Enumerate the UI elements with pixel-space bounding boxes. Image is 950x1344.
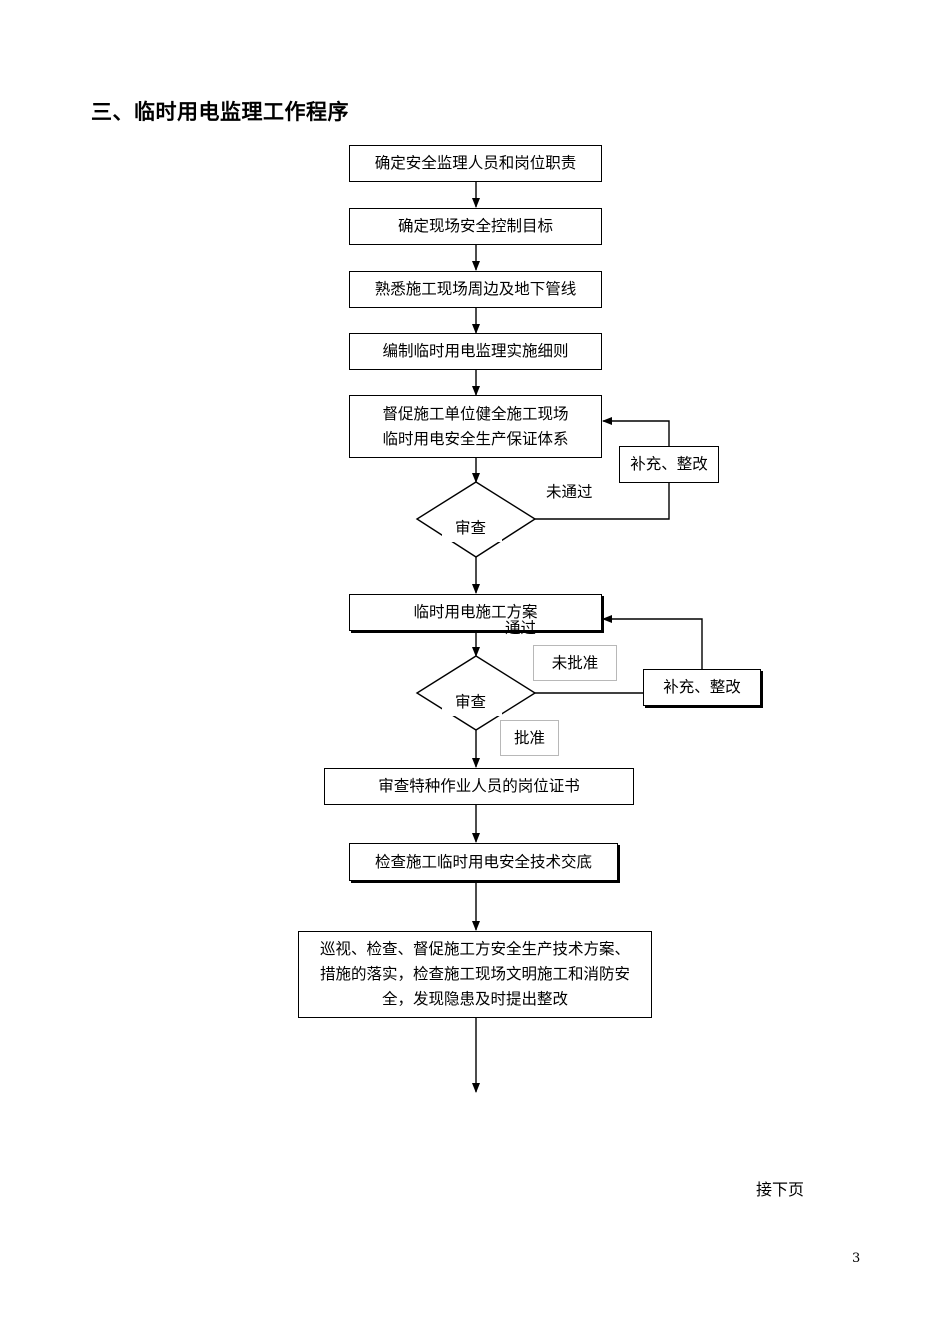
label-approved-box: 批准 xyxy=(500,720,559,756)
fix-box-2-text: 补充、整改 xyxy=(663,678,741,696)
step-4-text: 编制临时用电监理实施细则 xyxy=(382,342,569,360)
decision-1-shape xyxy=(415,481,537,558)
step-7-text: 审查特种作业人员的岗位证书 xyxy=(378,777,580,795)
step-9-line3: 全，发现隐患及时提出整改 xyxy=(381,990,568,1008)
fix-box-1-text: 补充、整改 xyxy=(630,455,708,473)
decision-2-label: 审查 xyxy=(455,693,487,711)
step-6-box: 临时用电施工方案 xyxy=(349,594,602,631)
step-9-box: 巡视、检查、督促施工方安全生产技术方案、 措施的落实，检查施工现场文明施工和消防… xyxy=(298,931,652,1018)
step-2-box: 确定现场安全控制目标 xyxy=(349,208,602,245)
step-3-text: 熟悉施工现场周边及地下管线 xyxy=(374,280,577,298)
label-approved: 批准 xyxy=(513,728,545,747)
step-1-text: 确定安全监理人员和岗位职责 xyxy=(374,154,577,172)
step-7-box: 审查特种作业人员的岗位证书 xyxy=(324,768,634,805)
loop1-from-decision xyxy=(535,483,670,520)
step-8-box: 检查施工临时用电安全技术交底 xyxy=(349,843,618,881)
step-9-line1: 巡视、检查、督促施工方安全生产技术方案、 xyxy=(319,940,630,958)
step-5-line2: 临时用电安全生产保证体系 xyxy=(382,429,569,448)
section-heading: 三、临时用电监理工作程序 xyxy=(91,100,349,124)
loop2-to-step6 xyxy=(602,615,703,669)
fix-box-2: 补充、整改 xyxy=(643,669,761,706)
label-not-passed: 未通过 xyxy=(546,483,593,501)
step-9-line2: 措施的落实，检查施工现场文明施工和消防安 xyxy=(319,965,630,983)
step-3-box: 熟悉施工现场周边及地下管线 xyxy=(349,271,602,308)
step-8-text: 检查施工临时用电安全技术交底 xyxy=(374,852,592,871)
step-5-line1: 督促施工单位健全施工现场 xyxy=(382,404,569,423)
step-1-box: 确定安全监理人员和岗位职责 xyxy=(349,145,602,182)
step-5-box: 督促施工单位健全施工现场 临时用电安全生产保证体系 xyxy=(349,395,602,458)
loop1-to-step5 xyxy=(602,417,670,446)
label-not-approved: 未批准 xyxy=(551,653,599,672)
decision-1-label: 审查 xyxy=(455,519,487,537)
step-2-text: 确定现场安全控制目标 xyxy=(397,217,553,235)
page-number: 3 xyxy=(852,1251,861,1266)
step-4-box: 编制临时用电监理实施细则 xyxy=(349,333,602,370)
label-not-approved-box: 未批准 xyxy=(533,645,617,681)
fix-box-1: 补充、整改 xyxy=(619,446,719,483)
label-passed: 通过 xyxy=(505,619,537,637)
continue-next-page: 接下页 xyxy=(756,1180,805,1199)
step-6-text: 临时用电施工方案 xyxy=(413,603,538,621)
